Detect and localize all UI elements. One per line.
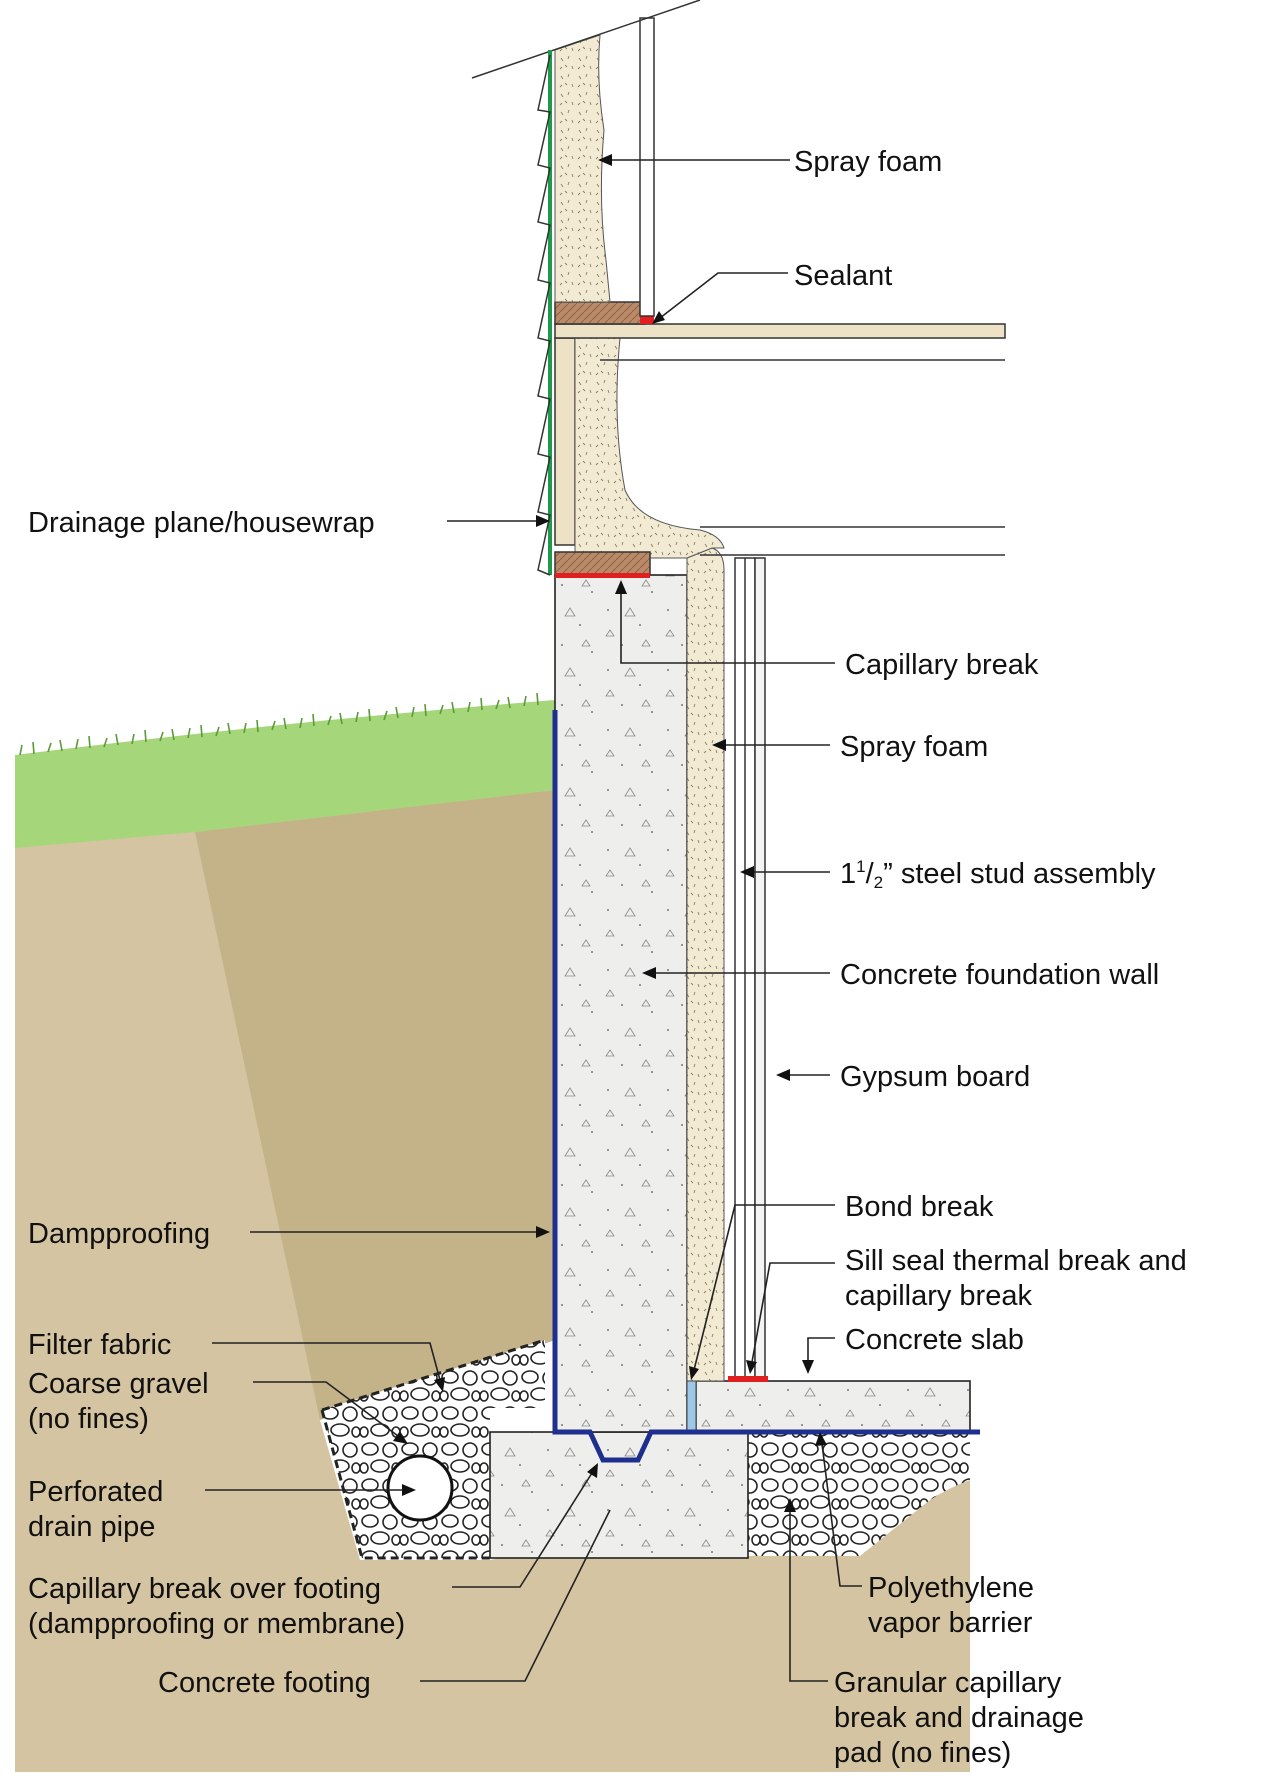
upper-gypsum [639, 17, 655, 317]
label-cap-break-footing-1: Capillary break over footing [28, 1573, 381, 1605]
lap-siding [537, 54, 551, 576]
label-sealant: Sealant [794, 260, 892, 292]
rim-joist [554, 337, 576, 546]
label-spray-foam-upper: Spray foam [794, 146, 942, 178]
label-gypsum-board: Gypsum board [840, 1061, 1030, 1093]
spray-foam-lower [686, 547, 725, 1382]
label-concrete-wall: Concrete foundation wall [840, 959, 1159, 991]
steel-stud-suffix: ” steel stud assembly [883, 858, 1156, 890]
steel-stud-sup: 1 [856, 857, 865, 876]
concrete-foundation-wall [554, 574, 688, 1433]
sill-seal [728, 1376, 768, 1382]
label-sill-seal-1: Sill seal thermal break and [845, 1245, 1187, 1277]
label-polyethylene-1: Polyethylene [868, 1572, 1034, 1604]
label-dampproofing: Dampproofing [28, 1218, 210, 1250]
filter-fabric [320, 1338, 546, 1560]
steel-stud-prefix: 1 [840, 858, 856, 890]
label-concrete-slab: Concrete slab [845, 1324, 1024, 1356]
label-sill-seal-2: capillary break [845, 1280, 1032, 1312]
subfloor [554, 323, 1006, 339]
dampproofing-membrane [552, 710, 980, 1463]
backfill-wedge [195, 790, 555, 1420]
spray-foam-upper [554, 34, 611, 303]
label-drainage-plane: Drainage plane/housewrap [28, 507, 375, 539]
grass-blades [19, 692, 539, 756]
label-steel-stud: 11/2” steel stud assembly [840, 857, 1156, 892]
label-granular-3: pad (no fines) [834, 1737, 1011, 1769]
steel-stud-slash: / [866, 858, 875, 890]
label-coarse-gravel-2: (no fines) [28, 1403, 149, 1435]
label-drain-pipe-2: drain pipe [28, 1511, 155, 1543]
gypsum-board [754, 557, 766, 1379]
label-granular-2: break and drainage [834, 1702, 1084, 1734]
label-bond-break: Bond break [845, 1191, 994, 1223]
granular-pad [748, 1432, 970, 1556]
label-capillary-break-sill: Capillary break [845, 649, 1039, 681]
label-coarse-gravel-1: Coarse gravel [28, 1368, 209, 1400]
drain-pipe [386, 1454, 454, 1522]
label-filter-fabric: Filter fabric [28, 1329, 171, 1361]
capillary-break-sill [555, 573, 650, 578]
label-polyethylene-2: vapor barrier [868, 1607, 1033, 1639]
label-cap-break-footing-2: (dampproofing or membrane) [28, 1608, 405, 1640]
sealant-bead [640, 316, 654, 324]
concrete-footing [489, 1431, 749, 1559]
grass-band [15, 700, 555, 848]
label-spray-foam-lower: Spray foam [840, 731, 988, 763]
sill-plate [554, 551, 651, 576]
label-granular-1: Granular capillary [834, 1667, 1062, 1699]
label-concrete-footing: Concrete footing [158, 1667, 371, 1699]
concrete-slab [695, 1380, 971, 1433]
bond-break-strip [686, 1380, 697, 1433]
steel-stud-sub: 2 [874, 873, 883, 892]
bottom-plate [554, 301, 646, 325]
label-drain-pipe-1: Perforated [28, 1476, 163, 1508]
spray-foam-rim [574, 337, 725, 559]
